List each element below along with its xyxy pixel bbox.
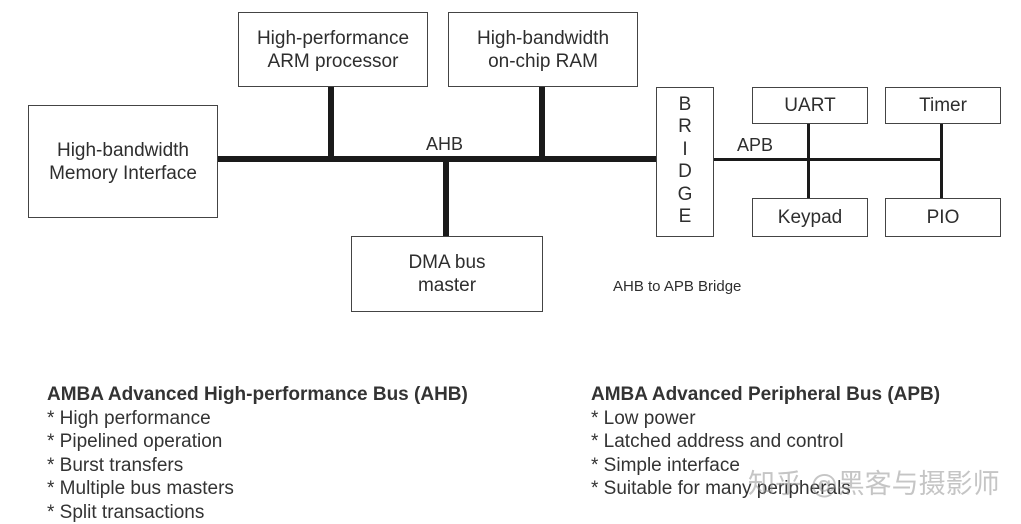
- memory-interface-label: High-bandwidth Memory Interface: [49, 139, 197, 185]
- pio-label: PIO: [927, 206, 960, 229]
- dma-master-connector: [443, 160, 449, 238]
- list-item: * Low power: [591, 407, 940, 431]
- list-item: * Burst transfers: [47, 454, 468, 478]
- bridge-letter: R: [678, 116, 692, 138]
- apb-bus-line: [713, 158, 943, 161]
- list-item: * High performance: [47, 407, 468, 431]
- timer-label: Timer: [919, 94, 967, 117]
- timer-pio-connector: [940, 123, 943, 199]
- bridge-letter: B: [679, 94, 692, 116]
- arm-processor-label: High-performance ARM processor: [257, 27, 409, 73]
- ahb-description: AMBA Advanced High-performance Bus (AHB)…: [47, 383, 468, 524]
- ahb-label: AHB: [426, 134, 463, 155]
- onchip-ram-block: High-bandwidth on-chip RAM: [448, 12, 638, 87]
- uart-label: UART: [784, 94, 835, 117]
- ahb-feature-list: * High performance * Pipelined operation…: [47, 407, 468, 524]
- dma-master-block: DMA bus master: [351, 236, 543, 312]
- bridge-letter: I: [682, 139, 687, 161]
- ahb-bus-line: [217, 156, 657, 162]
- uart-keypad-connector: [807, 123, 810, 199]
- bridge-block: B R I D G E: [656, 87, 714, 237]
- uart-block: UART: [752, 87, 868, 124]
- keypad-label: Keypad: [778, 206, 842, 229]
- bridge-letter: D: [678, 161, 692, 183]
- timer-block: Timer: [885, 87, 1001, 124]
- watermark: 知乎 @黑客与摄影师: [748, 462, 1000, 501]
- apb-heading: AMBA Advanced Peripheral Bus (APB): [591, 383, 940, 407]
- list-item: * Pipelined operation: [47, 430, 468, 454]
- list-item: * Latched address and control: [591, 430, 940, 454]
- onchip-ram-connector: [539, 86, 545, 158]
- arm-processor-connector: [328, 86, 334, 158]
- bridge-letter: G: [678, 184, 693, 206]
- ahb-heading: AMBA Advanced High-performance Bus (AHB): [47, 383, 468, 407]
- apb-label: APB: [737, 135, 773, 156]
- pio-block: PIO: [885, 198, 1001, 237]
- arm-processor-block: High-performance ARM processor: [238, 12, 428, 87]
- memory-interface-block: High-bandwidth Memory Interface: [28, 105, 218, 218]
- keypad-block: Keypad: [752, 198, 868, 237]
- bridge-caption: AHB to APB Bridge: [613, 278, 741, 295]
- onchip-ram-label: High-bandwidth on-chip RAM: [477, 27, 609, 73]
- list-item: * Split transactions: [47, 501, 468, 524]
- list-item: * Multiple bus masters: [47, 477, 468, 501]
- bridge-letter: E: [679, 206, 692, 228]
- dma-master-label: DMA bus master: [408, 251, 485, 297]
